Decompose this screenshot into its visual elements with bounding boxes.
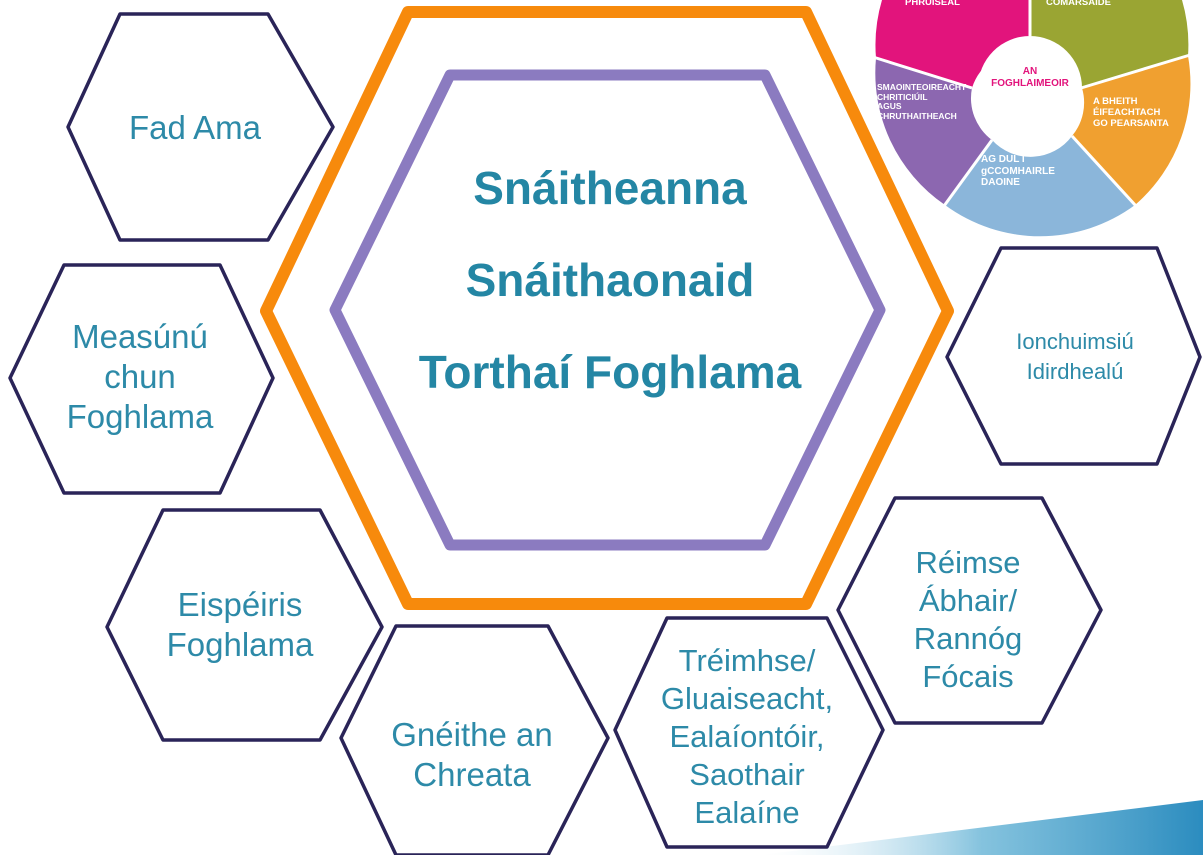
hexagon-reimse [836,496,1103,725]
wheel-segment-pink [875,0,1030,88]
eispeiris-label: Eispéiris Foghlama [140,580,340,670]
reimse-label: Réimse Ábhair/ Rannóg Fócais [868,536,1068,704]
center-hexagon-text: Snáitheanna Snáithaonaid Torthaí Foghlam… [370,140,850,420]
center-line-1: Snáitheanna [473,162,747,214]
wheel-center-label-1: FOGHLAIMEOIR [991,78,1069,89]
wheel-label-pink: PHRUISEAL [905,0,1015,8]
wheel-center-label: AN FOGHLAIMEOIR [985,66,1075,90]
wheel-center-disc [978,36,1082,140]
wheel-label-orange: A BHEITH ÉIFEACHTACH GO PEARSANTA [1093,96,1193,129]
hexagon-gneithe [339,624,610,855]
center-line-3: Torthaí Foghlama [418,346,802,398]
wheel-label-purple: SMAOINTEOIREACHT CHRITICIÚIL AGUS CHRUTH… [877,82,987,121]
reimse-line-1: Réimse [915,545,1021,580]
wheel-label-blue-0: AG DUL I [981,154,1025,165]
wheel-label-orange-1: ÉIFEACHTACH [1093,107,1161,118]
wheel-label-blue-1: gCCOMHAIRLE [981,165,1055,177]
wheel-label-purple-2: AGUS [877,101,902,111]
hexagon-measunu [8,263,275,495]
key-competences-wheel [872,0,1191,237]
hexagon-eispeiris [105,508,384,742]
wheel-segment-blue [945,136,1135,237]
wheel-label-pink-0: PHRUISEAL [905,0,960,8]
wheel-label-orange-2: GO PEARSANTA [1093,118,1169,129]
wheel-label-blue-2: DAOINE [981,177,1020,188]
wheel-label-purple-3: CHRUTHAITHEACH [877,110,957,121]
treimhse-line-4: Saothair [689,757,805,792]
wheel-label-olive: COMARSAIDE [1046,0,1166,8]
decorative-streak [760,800,1203,855]
fad-ama-label: Fad Ama [95,100,295,156]
wheel-center-label-0: AN [1022,66,1038,77]
wheel-label-purple-1: CHRITICIÚIL [877,91,928,102]
measunu-label: Measúnú chun Foghlama [40,312,240,442]
treimhse-line-3: Ealaíontóir, [669,719,825,754]
wheel-label-olive-0: COMARSAIDE [1046,0,1111,8]
treimhse-line-2: Gluaiseacht, [660,681,834,716]
ionchuimsiu-line-1: Ionchuimsiú [1016,329,1134,354]
gneithe-label: Gnéithe an Chreata [372,710,572,800]
fad-ama-line-1: Fad Ama [128,109,262,146]
reimse-line-3: Rannóg [913,621,1023,656]
gneithe-line-1: Gnéithe an [391,716,553,753]
inner-hexagon [329,69,886,551]
wheel-label-orange-0: A BHEITH [1093,96,1138,107]
measunu-line-1: Measúnú [72,318,208,355]
measunu-line-2: chun [104,358,176,395]
hexagon-fad-ama [66,12,335,242]
hexagon-treimhse [613,616,885,849]
treimhse-label: Tréimhse/ Gluaiseacht, Ealaíontóir, Saot… [632,637,862,837]
ionchuimsiu-label: Ionchuimsiú Idirdhealú [975,325,1175,389]
eispeiris-line-2: Foghlama [166,626,314,663]
hexagon-ionchuimsiu [945,246,1202,466]
wheel-label-purple-0: SMAOINTEOIREACHT [877,82,967,92]
eispeiris-line-1: Eispéiris [177,586,303,623]
wheel-label-blue: AG DUL I gCCOMHAIRLE DAOINE [981,154,1081,189]
measunu-line-3: Foghlama [66,398,214,435]
treimhse-line-1: Tréimhse/ [678,643,816,678]
wheel-segment-purple [875,58,992,205]
reimse-line-4: Fócais [922,659,1014,694]
gneithe-line-2: Chreata [413,756,531,793]
treimhse-line-5: Ealaíne [694,795,800,830]
center-line-2: Snáithaonaid [465,254,755,306]
ionchuimsiu-line-2: Idirdhealú [1026,359,1124,384]
reimse-line-2: Ábhair/ [918,583,1018,618]
